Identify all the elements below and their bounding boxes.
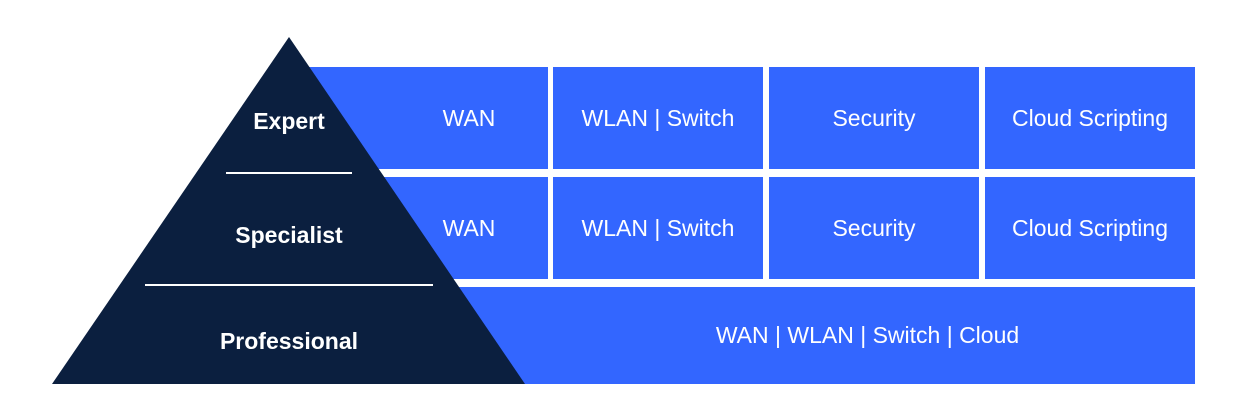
tier-label-specialist: Specialist [235,222,343,248]
tier-label-professional: Professional [219,328,359,354]
pyramid-triangle [52,37,525,384]
specialist-cell-security: Security [769,177,979,279]
expert-cell-wlan-switch: WLAN | Switch [553,67,763,169]
pyramid-divider-top [226,172,352,174]
tier-label-expert: Expert [253,108,325,134]
pyramid-divider-bottom [145,284,433,286]
professional-cell-combined: WAN | WLAN | Switch | Cloud [440,287,1195,384]
expert-cell-security: Security [769,67,979,169]
expert-cell-wan: WAN [390,67,548,169]
expert-cell-cloud-scripting: Cloud Scripting [985,67,1195,169]
specialist-cell-cloud-scripting: Cloud Scripting [985,177,1195,279]
specialist-cell-wlan-switch: WLAN | Switch [553,177,763,279]
